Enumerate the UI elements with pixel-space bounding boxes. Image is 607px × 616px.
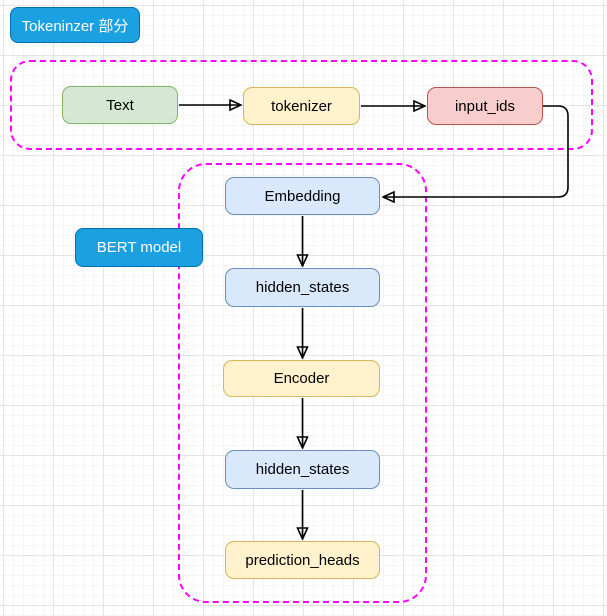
node-tokenizer-label: tokenizer: [271, 97, 332, 115]
node-embedding: Embedding: [225, 177, 380, 215]
node-text: Text: [62, 86, 178, 124]
bert-model-container: [178, 163, 427, 603]
tokenizer-section-badge-label: Tokeninzer 部分: [21, 17, 129, 35]
node-input-ids-label: input_ids: [454, 97, 516, 115]
bert-model-badge-label: BERT model: [96, 239, 182, 256]
node-hidden-states-2-label: hidden_states: [255, 461, 350, 478]
node-encoder: Encoder: [223, 360, 380, 397]
node-hidden-states-1-label: hidden_states: [255, 279, 350, 296]
node-text-label: Text: [106, 96, 134, 114]
node-embedding-label: Embedding: [264, 187, 341, 205]
node-hidden-states-1: hidden_states: [225, 268, 380, 307]
node-hidden-states-2: hidden_states: [225, 450, 380, 489]
node-encoder-label: Encoder: [273, 370, 330, 387]
tokenizer-section-badge: Tokeninzer 部分: [10, 7, 140, 43]
bert-model-badge: BERT model: [75, 228, 203, 267]
node-prediction-heads: prediction_heads: [225, 541, 380, 579]
tokenizer-section-container: [10, 60, 593, 150]
node-prediction-heads-label: prediction_heads: [245, 551, 360, 569]
node-input-ids: input_ids: [427, 87, 543, 125]
node-tokenizer: tokenizer: [243, 87, 360, 125]
